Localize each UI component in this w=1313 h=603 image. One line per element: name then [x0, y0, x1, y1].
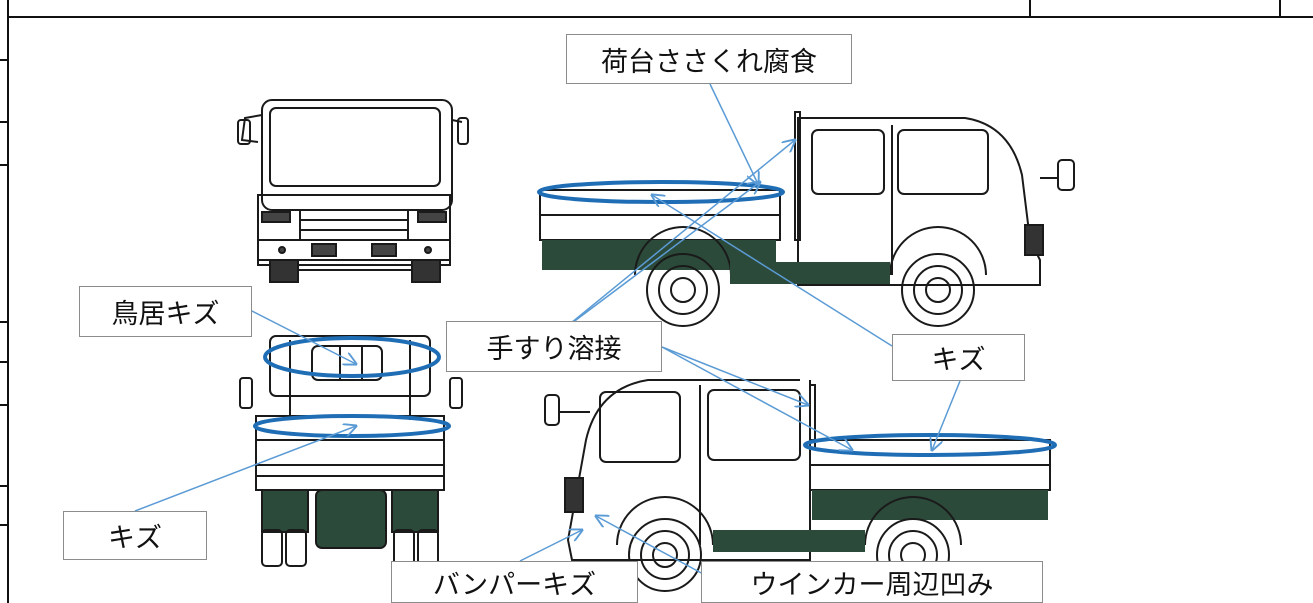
label-gate-frame-scratch: 鳥居キズ	[79, 286, 252, 337]
label-handrail-welding: 手すり溶接	[446, 321, 662, 372]
highlight-gate-frame	[263, 336, 441, 378]
label-scratch-right: キズ	[892, 334, 1025, 381]
highlight-rear-bed	[253, 414, 451, 438]
truck-front-view	[237, 99, 469, 283]
label-cargo-bed-corrosion: 荷台ささくれ腐食	[566, 34, 852, 84]
truck-rear-view	[239, 335, 463, 567]
label-turn-signal-dent: ウインカー周辺凹み	[701, 561, 1043, 603]
damage-highlights	[253, 180, 1057, 457]
truck-side-view-right-cab	[539, 111, 1075, 327]
label-scratch-left: キズ	[63, 511, 207, 560]
truck-side-view-left-cab	[544, 379, 1051, 592]
callout-arrows	[134, 83, 961, 576]
label-bumper-scratch: バンパーキズ	[391, 561, 638, 603]
highlight-bed-lower	[803, 433, 1057, 457]
